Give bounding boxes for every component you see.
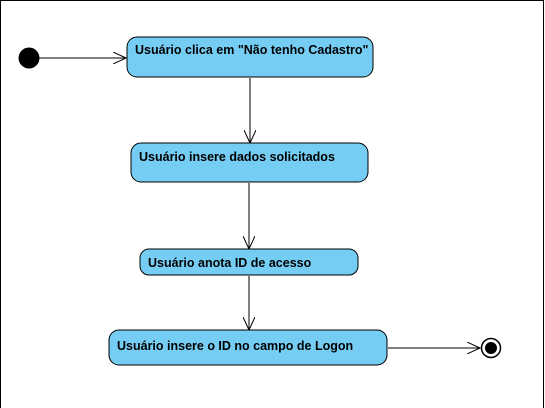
activity-label: Usuário anota ID de acesso bbox=[148, 256, 312, 270]
activity-click-no-account[interactable]: Usuário clica em "Não tenho Cadastro" bbox=[126, 36, 374, 78]
activity-note-access-id[interactable]: Usuário anota ID de acesso bbox=[139, 248, 359, 276]
activity-box bbox=[130, 142, 369, 183]
activity-label: Usuário insere dados solicitados bbox=[139, 150, 335, 164]
activity-box bbox=[126, 36, 374, 78]
activity-label: Usuário insere o ID no campo de Logon bbox=[117, 339, 353, 353]
final-node bbox=[480, 337, 502, 359]
activity-box bbox=[108, 329, 388, 366]
final-node-dot bbox=[485, 342, 497, 354]
initial-node bbox=[18, 47, 40, 69]
activity-enter-requested-data[interactable]: Usuário insere dados solicitados bbox=[130, 142, 369, 183]
activity-enter-id-logon[interactable]: Usuário insere o ID no campo de Logon bbox=[108, 329, 388, 366]
activity-label: Usuário clica em "Não tenho Cadastro" bbox=[135, 43, 369, 57]
activity-box bbox=[139, 248, 359, 276]
